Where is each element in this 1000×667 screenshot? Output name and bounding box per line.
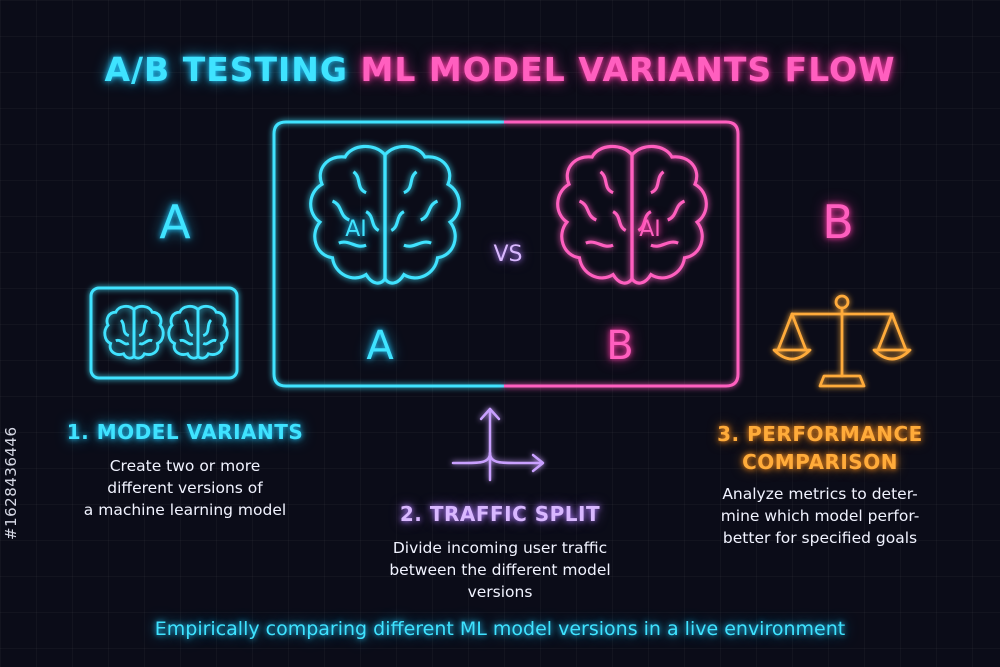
desc-line: better for specified goals xyxy=(722,529,918,547)
heading-line: 3. PERFORMANCE xyxy=(717,422,923,446)
title-part-a: A/B TESTING xyxy=(104,50,349,89)
model-variants-description: Create two or more different versions of… xyxy=(60,455,310,521)
traffic-split-heading: 2. TRAFFIC SPLIT xyxy=(399,502,601,526)
footer-caption: Empirically comparing different ML model… xyxy=(154,618,846,640)
model-variants-heading: 1. MODEL VARIANTS xyxy=(66,420,304,444)
brain-icon xyxy=(309,144,461,285)
center-letter-b: B xyxy=(606,323,634,369)
desc-line: mine which model perfor- xyxy=(720,507,920,525)
heading-line: COMPARISON xyxy=(742,450,898,474)
desc-line: different versions of xyxy=(107,479,263,497)
brain-b-label: AI xyxy=(639,217,661,242)
desc-line: Divide incoming user traffic xyxy=(392,539,608,557)
desc-line: versions xyxy=(467,583,533,601)
split-arrow-icon xyxy=(451,407,545,482)
scale-icon xyxy=(772,294,912,388)
brain-icon xyxy=(103,304,229,360)
performance-heading: 3. PERFORMANCE COMPARISON xyxy=(690,420,950,476)
model-variants-box xyxy=(89,286,239,380)
vs-label: VS xyxy=(493,242,523,267)
center-letter-a: A xyxy=(366,323,394,369)
performance-description: Analyze metrics to deter- mine which mod… xyxy=(690,483,950,549)
desc-line: between the different model xyxy=(389,561,611,579)
brain-a-label: AI xyxy=(345,217,367,242)
desc-line: a machine learning model xyxy=(83,501,287,519)
comparison-box xyxy=(272,120,740,388)
desc-line: Analyze metrics to deter- xyxy=(722,485,918,503)
side-id-label: #1628436446 xyxy=(2,426,20,540)
title-part-b: ML MODEL VARIANTS FLOW xyxy=(360,50,896,89)
desc-line: Create two or more xyxy=(109,457,261,475)
traffic-split-description: Divide incoming user traffic between the… xyxy=(345,537,655,603)
left-letter-a: A xyxy=(159,195,191,249)
page-title: A/B TESTING ML MODEL VARIANTS FLOW xyxy=(0,50,1000,89)
right-letter-b: B xyxy=(822,195,854,249)
